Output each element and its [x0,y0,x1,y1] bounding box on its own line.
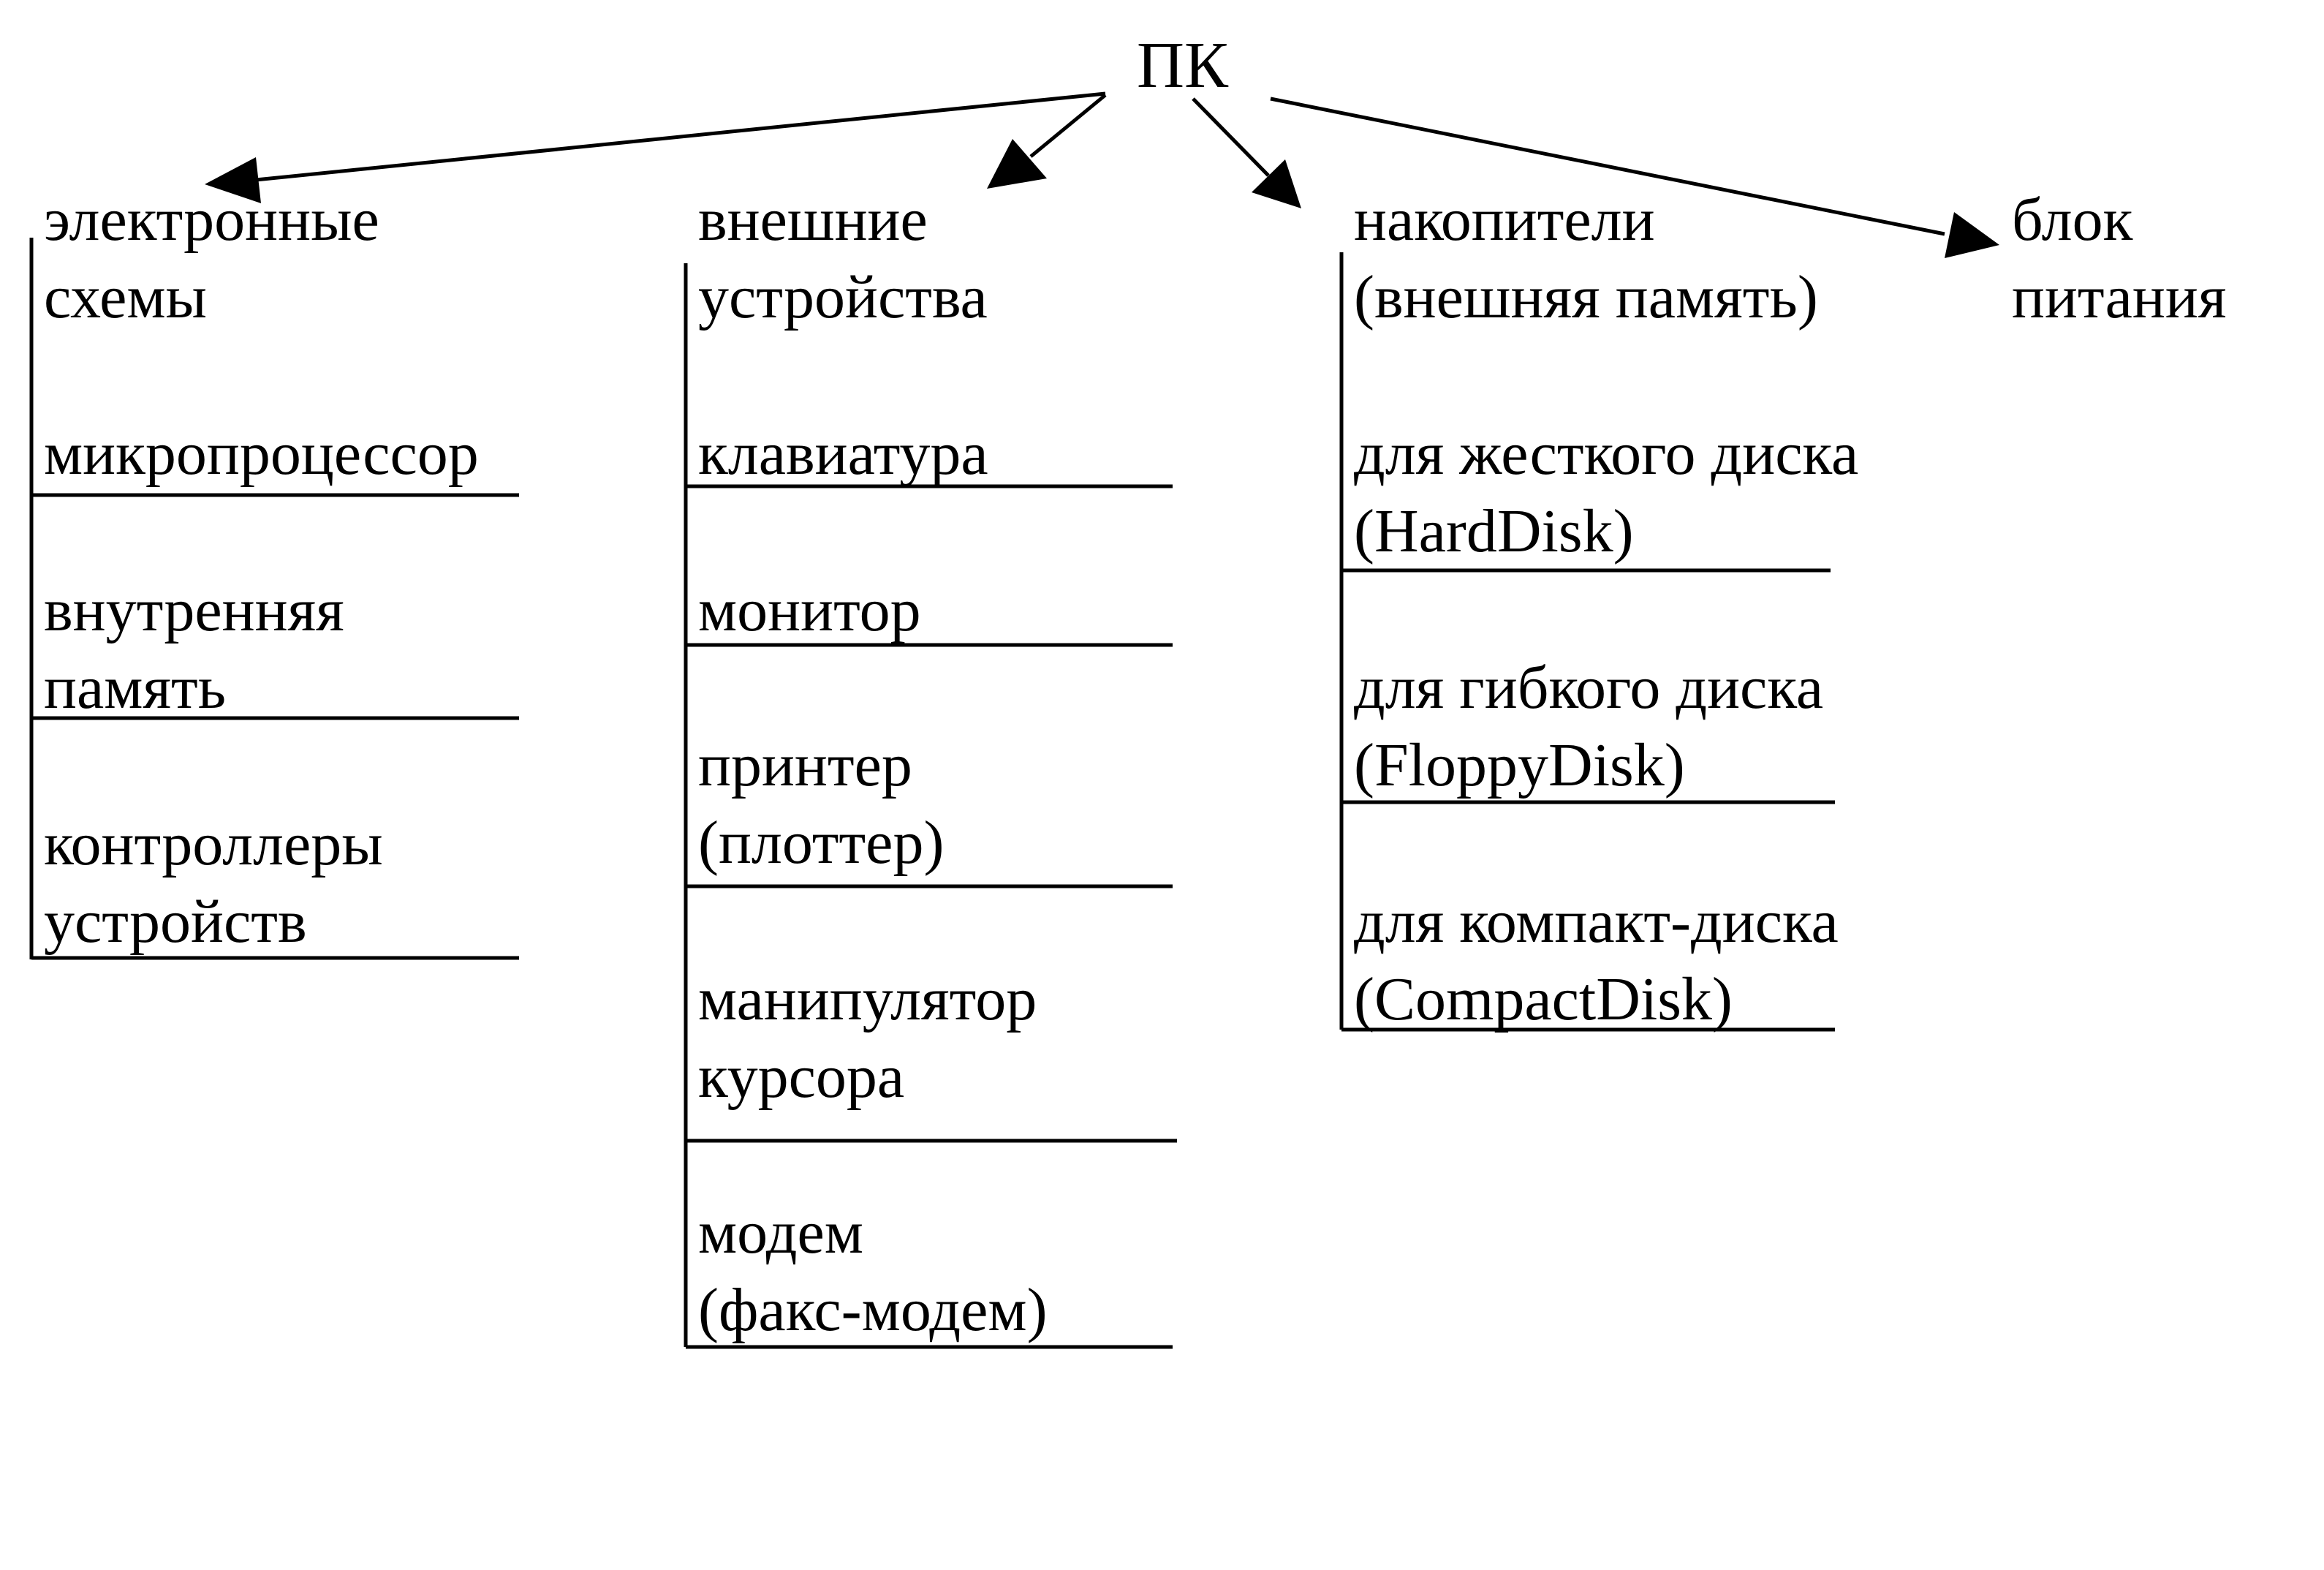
arrowhead-storage [1252,159,1301,208]
arrowhead-electronic-circuits [205,157,261,203]
branch-external-devices-title: внешние устройства [698,181,988,336]
branch-power-supply-title: блок питания [2012,181,2226,336]
title-line: блок [2012,186,2133,254]
item-device-controllers: контроллеры устройств [44,806,383,961]
item-line: манипулятор [698,965,1037,1033]
item-compact-disk-drive: для компакт-диска (CompactDisk) [1354,883,1839,1038]
item-line: устройств [44,888,307,956]
item-monitor: монитор [698,572,921,649]
item-line: внутренняя [44,576,344,644]
title-line: (внешняя память) [1354,263,1818,331]
title-line: питания [2012,263,2227,331]
item-hard-disk-drive: для жесткого диска (HardDisk) [1354,415,1858,570]
item-keyboard: клавиатура [698,415,988,493]
arrow-to-power-supply [1270,97,1945,236]
title-line: накопители [1354,186,1655,254]
item-line: для жесткого диска [1354,420,1859,488]
item-floppy-disk-drive: для гибкого диска (FloppyDisk) [1354,649,1823,804]
item-line: память [44,654,227,722]
branch-electronic-circuits-title: электронные схемы [44,181,379,336]
item-line: для компакт-диска [1354,888,1839,956]
item-internal-memory: внутренняя память [44,572,344,727]
item-line: курсора [698,1043,905,1111]
item-line: монитор [698,576,921,644]
arrow-to-storage [1192,97,1270,177]
branch-storage-lines [1339,252,1835,1032]
title-line: схемы [44,263,207,331]
item-line: модем [698,1199,863,1267]
arrows [205,91,1999,258]
root-node-label: ПК [1137,29,1229,102]
item-microprocessor: микропроцессор [44,415,479,493]
title-line: электронные [44,186,379,254]
arrowhead-power-supply [1945,212,1999,258]
item-line: принтер [698,731,912,799]
item-printer: принтер (плоттер) [698,727,944,882]
branch-storage-title: накопители (внешняя память) [1354,181,1818,336]
item-line: (плоттер) [698,809,945,877]
title-line: внешние [698,186,928,254]
item-line: для гибкого диска [1354,654,1824,722]
item-line: клавиатура [698,420,988,488]
item-modem: модем (факс-модем) [698,1194,1048,1349]
branch-electronic-circuits-lines [29,238,519,960]
item-line: (факс-модем) [698,1276,1048,1344]
item-line: (CompactDisk) [1354,965,1733,1033]
branch-external-devices-lines [684,263,1177,1349]
arrow-to-external-devices [1029,94,1107,158]
item-line: контроллеры [44,810,383,878]
title-line: устройства [698,263,988,331]
item-line: (HardDisk) [1354,497,1634,565]
item-line: (FloppyDisk) [1354,731,1685,799]
arrow-to-electronic-circuits [255,91,1106,182]
item-line: микропроцессор [44,420,479,488]
arrowhead-external-devices [987,139,1047,189]
item-cursor-manipulator: манипулятор курсора [698,961,1037,1116]
